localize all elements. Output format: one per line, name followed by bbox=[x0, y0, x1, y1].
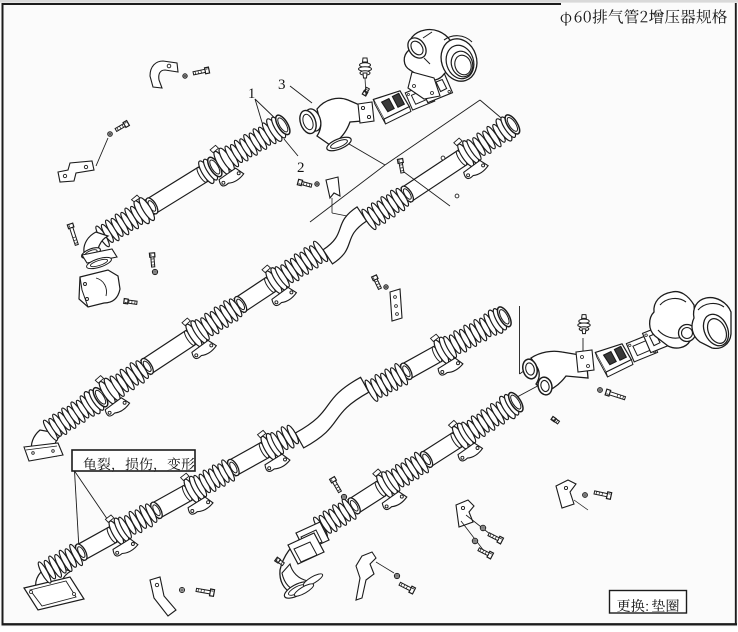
svg-text:1: 1 bbox=[248, 86, 255, 102]
svg-text:2: 2 bbox=[297, 160, 305, 176]
svg-text:3: 3 bbox=[278, 77, 286, 93]
